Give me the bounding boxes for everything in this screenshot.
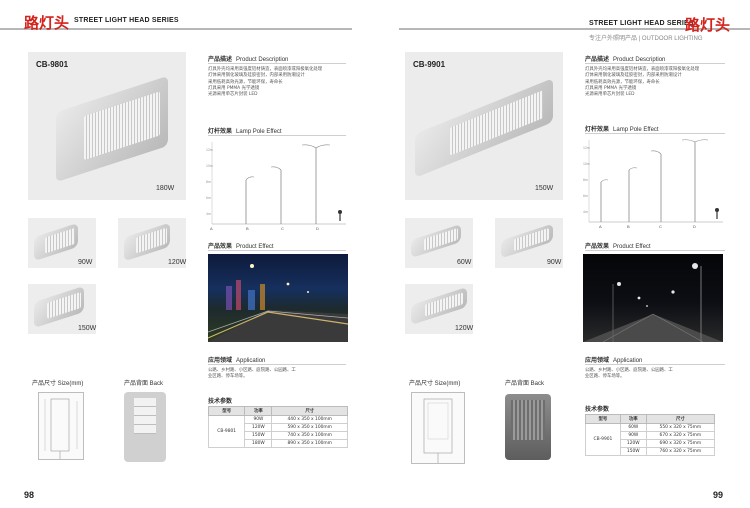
variant-wattage: 120W bbox=[455, 325, 474, 332]
header-title-cn: 路灯头 bbox=[24, 14, 70, 32]
dimension-drawing bbox=[38, 392, 84, 460]
variant-box: 150W bbox=[28, 284, 96, 334]
page-number: 99 bbox=[713, 490, 724, 500]
pole-x-label: A bbox=[210, 226, 213, 231]
divider bbox=[585, 63, 725, 64]
back-image bbox=[124, 392, 166, 462]
spec-title: 技术参数 bbox=[208, 398, 233, 405]
lamp-image bbox=[124, 222, 170, 262]
description-list: 灯具外壳均采用高强度铝材铸造，表面喷漆或阳极氧化处理 灯体采用钢化玻璃及硅胶密封… bbox=[208, 67, 323, 98]
dimension-drawing bbox=[411, 392, 465, 464]
lamp-image bbox=[411, 286, 467, 326]
back-label: 产品背面 Back bbox=[505, 381, 545, 387]
variant-wattage: 150W bbox=[78, 325, 97, 332]
application-text: 公路、乡村路、小区路、庭院路、公园路、工业区路、停车场等。 bbox=[585, 368, 673, 380]
page-number: 98 bbox=[24, 490, 35, 500]
right-page: STREET LIGHT HEAD SERIES 路灯头 专注户外照明产品 | … bbox=[375, 0, 750, 508]
size-label: 产品尺寸 Size(mm) bbox=[409, 381, 461, 387]
effect-photo bbox=[583, 254, 723, 342]
divider bbox=[585, 250, 725, 251]
application-text: 公路、乡村路、小区路、庭院路、公园路、工业区路、停车场等。 bbox=[208, 368, 296, 380]
model-name: CB-9801 bbox=[36, 60, 69, 69]
effect-photo bbox=[208, 254, 348, 342]
header-title-en: STREET LIGHT HEAD SERIES bbox=[74, 17, 179, 24]
lamp-image bbox=[415, 78, 553, 178]
size-label: 产品尺寸 Size(mm) bbox=[32, 381, 84, 387]
model-name: CB-9901 bbox=[413, 60, 446, 69]
header-subtitle: 专注户外照明产品 | OUTDOOR LIGHTING bbox=[589, 36, 703, 42]
divider bbox=[585, 133, 725, 134]
header-title-en: STREET LIGHT HEAD SERIES bbox=[589, 20, 694, 27]
pole-x-label: D bbox=[693, 224, 696, 229]
pole-x-label: B bbox=[246, 226, 249, 231]
variant-box: 60W bbox=[405, 218, 473, 268]
table-model-cell: CB-9901 bbox=[585, 423, 621, 456]
left-page: 路灯头 STREET LIGHT HEAD SERIES CB-9801 180… bbox=[0, 14, 352, 500]
variant-box: 120W bbox=[405, 284, 473, 334]
divider bbox=[208, 63, 346, 64]
description-list: 灯具外壳均采用高强度铝材铸造，表面喷漆或阳极氧化处理 灯体采用钢化玻璃及硅胶密封… bbox=[585, 67, 700, 98]
main-wattage: 150W bbox=[535, 185, 554, 192]
spec-title: 技术参数 bbox=[585, 406, 610, 413]
lamp-image bbox=[34, 285, 84, 329]
back-label: 产品背面 Back bbox=[124, 381, 164, 387]
main-wattage: 180W bbox=[156, 185, 175, 192]
divider bbox=[585, 364, 725, 365]
variant-wattage: 90W bbox=[78, 259, 93, 266]
divider bbox=[208, 250, 346, 251]
variant-wattage: 90W bbox=[547, 259, 562, 266]
variant-wattage: 60W bbox=[457, 259, 472, 266]
variant-box: 120W bbox=[118, 218, 186, 268]
lamp-image bbox=[34, 222, 78, 262]
main-product-box: CB-9801 180W bbox=[28, 52, 186, 200]
header-rule bbox=[399, 28, 750, 30]
back-image bbox=[505, 394, 551, 460]
pole-x-label: D bbox=[316, 226, 319, 231]
divider bbox=[208, 364, 346, 365]
table-model-cell: CB-9801 bbox=[207, 415, 246, 448]
variant-box: 90W bbox=[495, 218, 563, 268]
lamp-image bbox=[501, 223, 553, 259]
lamp-image bbox=[411, 223, 461, 259]
main-product-box: CB-9901 150W bbox=[405, 52, 563, 200]
divider bbox=[208, 135, 346, 136]
variant-box: 90W bbox=[28, 218, 96, 268]
header-title-cn: 路灯头 bbox=[685, 16, 731, 34]
variant-wattage: 120W bbox=[168, 259, 187, 266]
pole-x-label: C bbox=[659, 224, 662, 229]
pole-x-label: B bbox=[627, 224, 630, 229]
pole-x-label: C bbox=[281, 226, 284, 231]
pole-x-label: A bbox=[599, 224, 602, 229]
header-rule bbox=[0, 28, 352, 30]
lamp-image bbox=[56, 75, 168, 183]
